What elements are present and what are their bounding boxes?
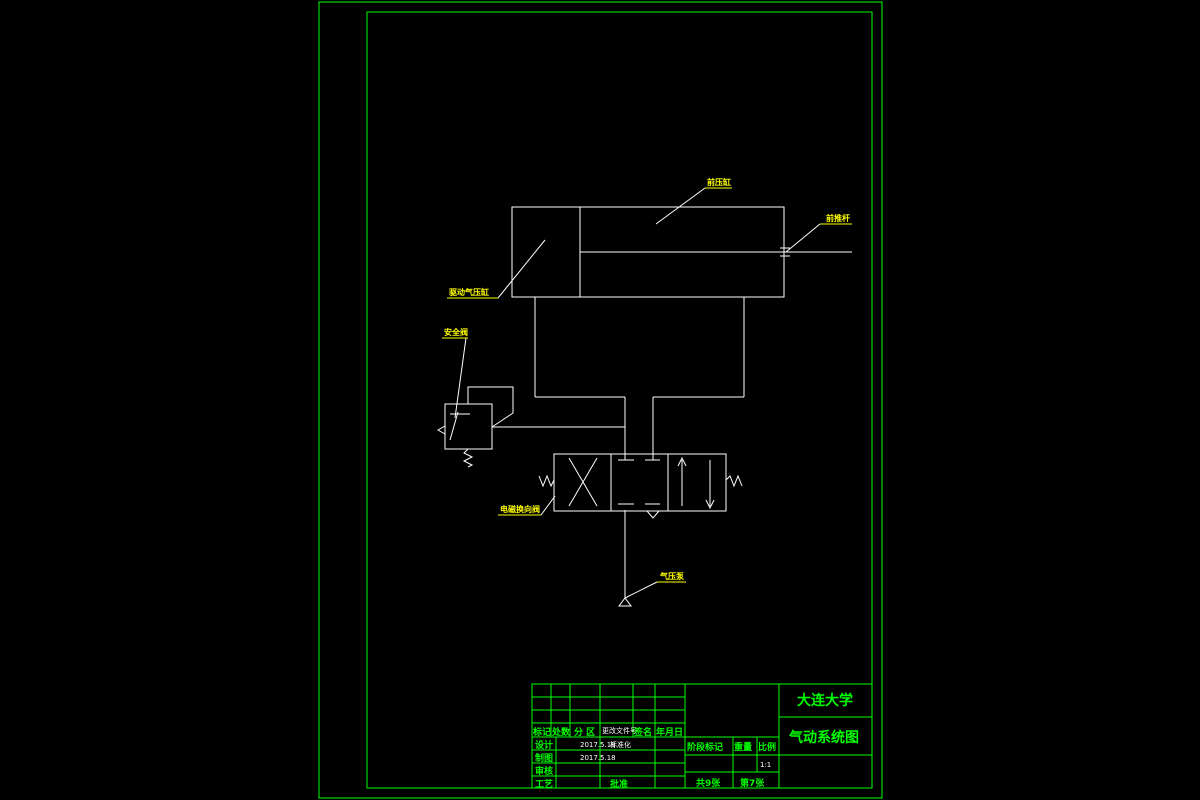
tb-stage-mark: 阶段标记 [687, 741, 723, 753]
pump-symbol [618, 597, 632, 607]
tb-header-mark: 标记 [532, 726, 551, 738]
tb-scale-value: 1:1 [760, 761, 771, 769]
cylinder-symbol [511, 206, 852, 298]
outer-frame [318, 1, 883, 799]
tb-row-review: 审核 [535, 765, 553, 777]
tb-row-approve: 批准 [610, 778, 628, 790]
tb-sheet-no: 第7张 [740, 777, 765, 789]
label-safety-valve: 安全阀 [444, 327, 468, 337]
tb-drawing-title: 气动系统图 [788, 729, 859, 746]
piping [492, 297, 745, 598]
label-drive-cylinder: 驱动气压缸 [449, 287, 489, 297]
tb-header-date: 年月日 [656, 726, 683, 738]
tb-scale-header: 比例 [758, 741, 776, 753]
tb-header-doc: 更改文件号 [602, 726, 637, 735]
tb-university: 大连大学 [797, 692, 853, 709]
tb-header-count: 处数 [551, 726, 571, 738]
safety-valve-symbol [436, 386, 514, 468]
tb-row-draw: 制图 [535, 752, 553, 764]
label-pump: 气压泵 [659, 571, 684, 581]
tb-row-design: 设计 [535, 739, 553, 751]
inner-frame [366, 11, 873, 789]
tb-row-design-std: 标准化 [610, 740, 631, 749]
solenoid-valve-symbol [538, 453, 743, 519]
tb-row-draw-date: 2017.5.18 [580, 754, 616, 762]
label-cylinder: 前压缸 [707, 177, 731, 187]
tb-row-process: 工艺 [535, 778, 553, 790]
tb-header-sign: 签名 [633, 726, 652, 738]
tb-weight: 重量 [734, 741, 752, 753]
title-block [531, 683, 873, 789]
tb-header-zone: 分 区 [574, 726, 595, 738]
leader-lines [442, 187, 852, 599]
label-solenoid-valve: 电磁换向阀 [500, 504, 540, 514]
tb-sheet-total: 共9张 [696, 777, 721, 789]
label-rod: 前推杆 [826, 213, 850, 223]
tb-row-design-date: 2017.5.18 [580, 741, 616, 749]
